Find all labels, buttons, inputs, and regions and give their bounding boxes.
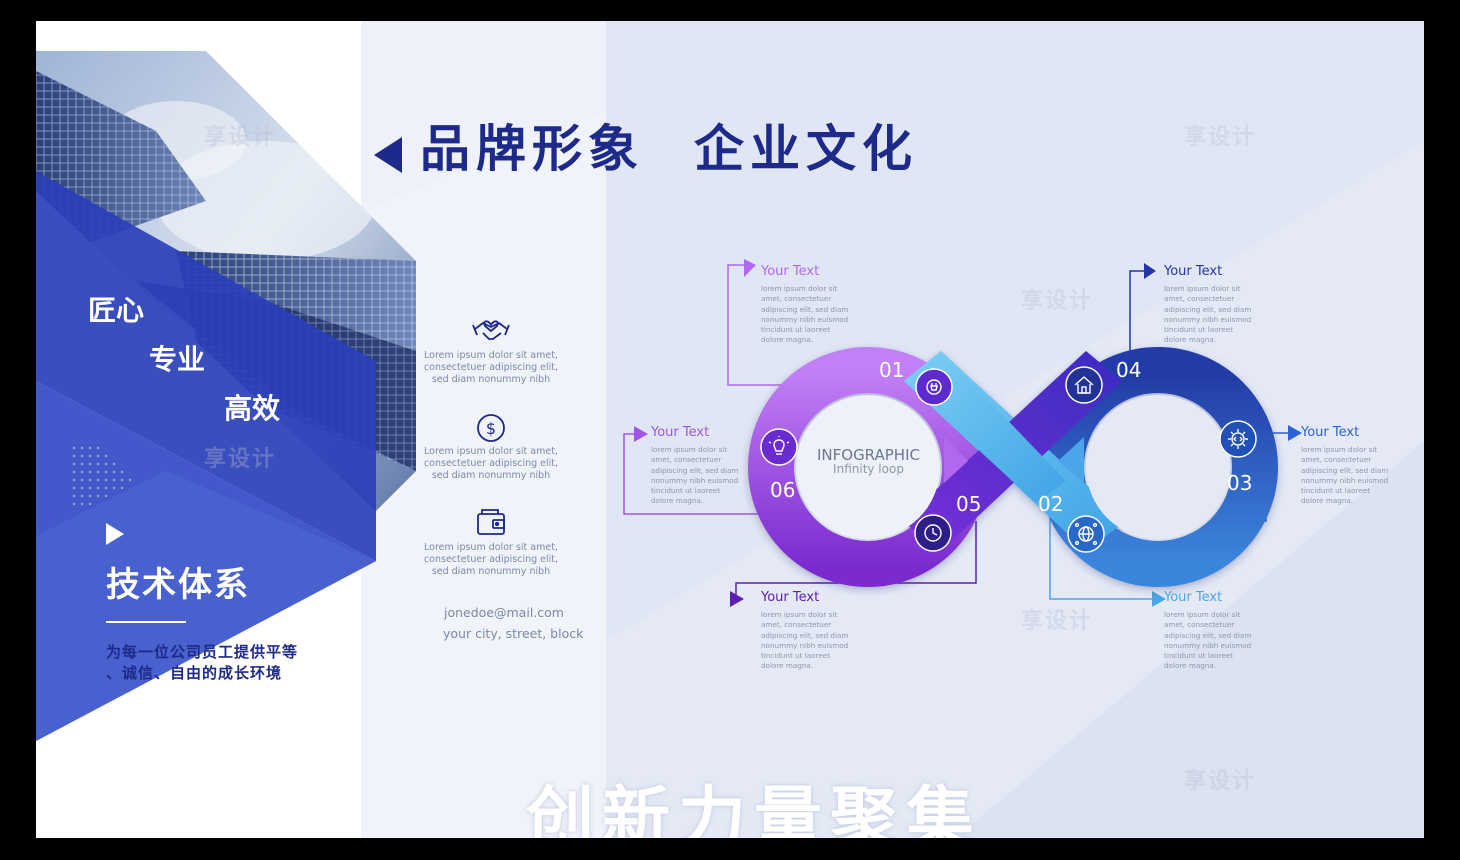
svg-text:$: $ (486, 419, 496, 438)
globe-network-icon (1075, 523, 1097, 545)
watermark-2: 享设计 (1184, 125, 1257, 150)
section-underline (106, 621, 186, 623)
value-craftsmanship: 匠心 (88, 294, 145, 327)
step-number-05: 05 (956, 492, 982, 516)
watermark-6: 享设计 (1184, 769, 1257, 794)
step-1-body: lorem ipsum dolor sit amet, consectetuer… (761, 284, 849, 345)
dollar-coin-icon: $ (477, 414, 505, 442)
bottom-slogan: 创新力量聚集 (526, 780, 983, 838)
feature-text-1: Lorem ipsum dolor sit amet, consectetuer… (423, 350, 559, 385)
title-corporate-culture: 企业文化 (694, 120, 918, 178)
step-number-01: 01 (879, 358, 905, 382)
step-4-title: Your Text (1164, 264, 1223, 279)
infographic-center-subtitle: Infinity loop (833, 462, 904, 476)
description-line-1: 为每一位公司员工提供平等 (106, 643, 299, 661)
watermark-4: 享设计 (1021, 289, 1094, 314)
smart-home-icon (1074, 376, 1094, 394)
gear-code-icon (1228, 429, 1248, 449)
step-2-body: lorem ipsum dolor sit amet, consectetuer… (1164, 610, 1252, 671)
page-title: 品牌形象企业文化 (420, 109, 918, 181)
step-number-06: 06 (770, 478, 796, 502)
section-title: 技术体系 (106, 565, 250, 605)
clock-icon (924, 524, 942, 542)
plug-icon (926, 379, 942, 395)
step-number-03: 03 (1227, 471, 1253, 495)
step-1-title: Your Text (761, 264, 820, 279)
left-blue-shapes (36, 171, 376, 741)
title-brand-image: 品牌形象 (420, 120, 644, 178)
watermark-1: 享设计 (204, 125, 277, 150)
handshake-heart-icon (472, 320, 510, 340)
wallet-icon (477, 509, 505, 535)
step-3-title: Your Text (1301, 425, 1360, 440)
step-5-title: Your Text (761, 590, 820, 605)
value-efficient: 高效 (224, 392, 281, 425)
title-arrow-icon (374, 137, 402, 173)
infographic-center-title: INFOGRAPHIC (816, 446, 920, 464)
contact-email: jonedoe@mail.com (444, 605, 564, 620)
poster-board: { "title": {"line1": "品牌形象", "line2": "企… (36, 21, 1424, 838)
step-6-body: lorem ipsum dolor sit amet, consectetuer… (651, 445, 739, 506)
step-number-02: 02 (1038, 492, 1064, 516)
step-5-body: lorem ipsum dolor sit amet, consectetuer… (761, 610, 849, 671)
dot-grid-decoration (72, 446, 132, 506)
lightbulb-icon (768, 436, 790, 455)
step-4-body: lorem ipsum dolor sit amet, consectetuer… (1164, 284, 1252, 345)
contact-address: your city, street, block (443, 626, 584, 641)
value-professional: 专业 (149, 343, 206, 376)
play-triangle-icon (106, 523, 124, 545)
feature-text-2: Lorem ipsum dolor sit amet, consectetuer… (423, 446, 559, 481)
infinity-loop-diagram (623, 259, 1302, 607)
step-6-title: Your Text (651, 425, 710, 440)
step-2-title: Your Text (1164, 590, 1223, 605)
watermark-5: 享设计 (1021, 609, 1094, 634)
watermark-3: 享设计 (204, 447, 277, 472)
feature-text-3: Lorem ipsum dolor sit amet, consectetuer… (423, 542, 559, 577)
step-3-body: lorem ipsum dolor sit amet, consectetuer… (1301, 445, 1389, 506)
description-line-2: 、诚信、自由的成长环境 (106, 664, 283, 682)
step-number-04: 04 (1116, 358, 1142, 382)
